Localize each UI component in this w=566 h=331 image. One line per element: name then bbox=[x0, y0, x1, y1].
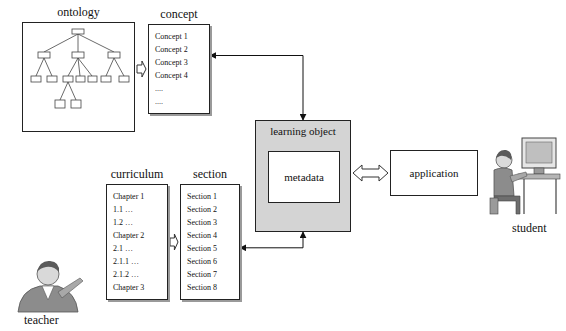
list-entry: Section 5 bbox=[187, 242, 233, 255]
block-arrow bbox=[137, 61, 146, 77]
list-entry: .... bbox=[155, 82, 203, 95]
student-label: student bbox=[512, 221, 547, 236]
node-title: section bbox=[193, 167, 227, 182]
curriculum-list-box: curriculumChapter 11.1 …1.2 …Chapter 22.… bbox=[106, 184, 168, 300]
list-entry: Section 6 bbox=[187, 255, 233, 268]
list-entry: 2.1.2 … bbox=[113, 268, 161, 281]
list-entry: Section 4 bbox=[187, 229, 233, 242]
node-title: ontology bbox=[57, 5, 100, 20]
block-arrow bbox=[353, 165, 388, 181]
learning-object-box: learning object metadata bbox=[255, 120, 351, 232]
list-entry: Section 1 bbox=[187, 190, 233, 203]
teacher-figure bbox=[18, 261, 83, 312]
list-entry: Section 2 bbox=[187, 203, 233, 216]
list-entry: Concept 3 bbox=[155, 56, 203, 69]
concept-list-box: conceptConcept 1Concept 2Concept 3Concep… bbox=[148, 24, 210, 114]
list-entry: 1.1 … bbox=[113, 203, 161, 216]
teacher-label: teacher bbox=[24, 313, 59, 328]
connector-line bbox=[240, 232, 303, 248]
application-box: application bbox=[390, 150, 478, 196]
node-title: learning object bbox=[262, 125, 344, 137]
list-entry: 2.1 … bbox=[113, 242, 161, 255]
list-entry: 2.1.1 … bbox=[113, 255, 161, 268]
list-entry: Concept 1 bbox=[155, 30, 203, 43]
list-entry: Section 8 bbox=[187, 281, 233, 294]
ontology-tree bbox=[31, 29, 129, 108]
list-entry: Chapter 2 bbox=[113, 229, 161, 242]
block-arrow bbox=[170, 234, 178, 250]
list-entry: 1.2 … bbox=[113, 216, 161, 229]
metadata-box: metadata bbox=[268, 151, 340, 203]
connector-line bbox=[210, 56, 303, 121]
section-list-box: sectionSection 1Section 2Section 3Sectio… bbox=[180, 184, 240, 300]
list-entry: Concept 2 bbox=[155, 43, 203, 56]
list-entry: Concept 4 bbox=[155, 69, 203, 82]
list-entry: Chapter 1 bbox=[113, 190, 161, 203]
node-title: application bbox=[410, 167, 459, 179]
list-entry: Section 7 bbox=[187, 268, 233, 281]
node-title: concept bbox=[160, 7, 197, 22]
list-entry: .... bbox=[155, 95, 203, 108]
ontology-box: ontology bbox=[22, 22, 135, 132]
node-title: curriculum bbox=[111, 167, 164, 182]
list-entry: Section 3 bbox=[187, 216, 233, 229]
student-figure bbox=[490, 138, 560, 214]
list-entry: Chapter 3 bbox=[113, 281, 161, 294]
node-title: metadata bbox=[284, 171, 324, 183]
